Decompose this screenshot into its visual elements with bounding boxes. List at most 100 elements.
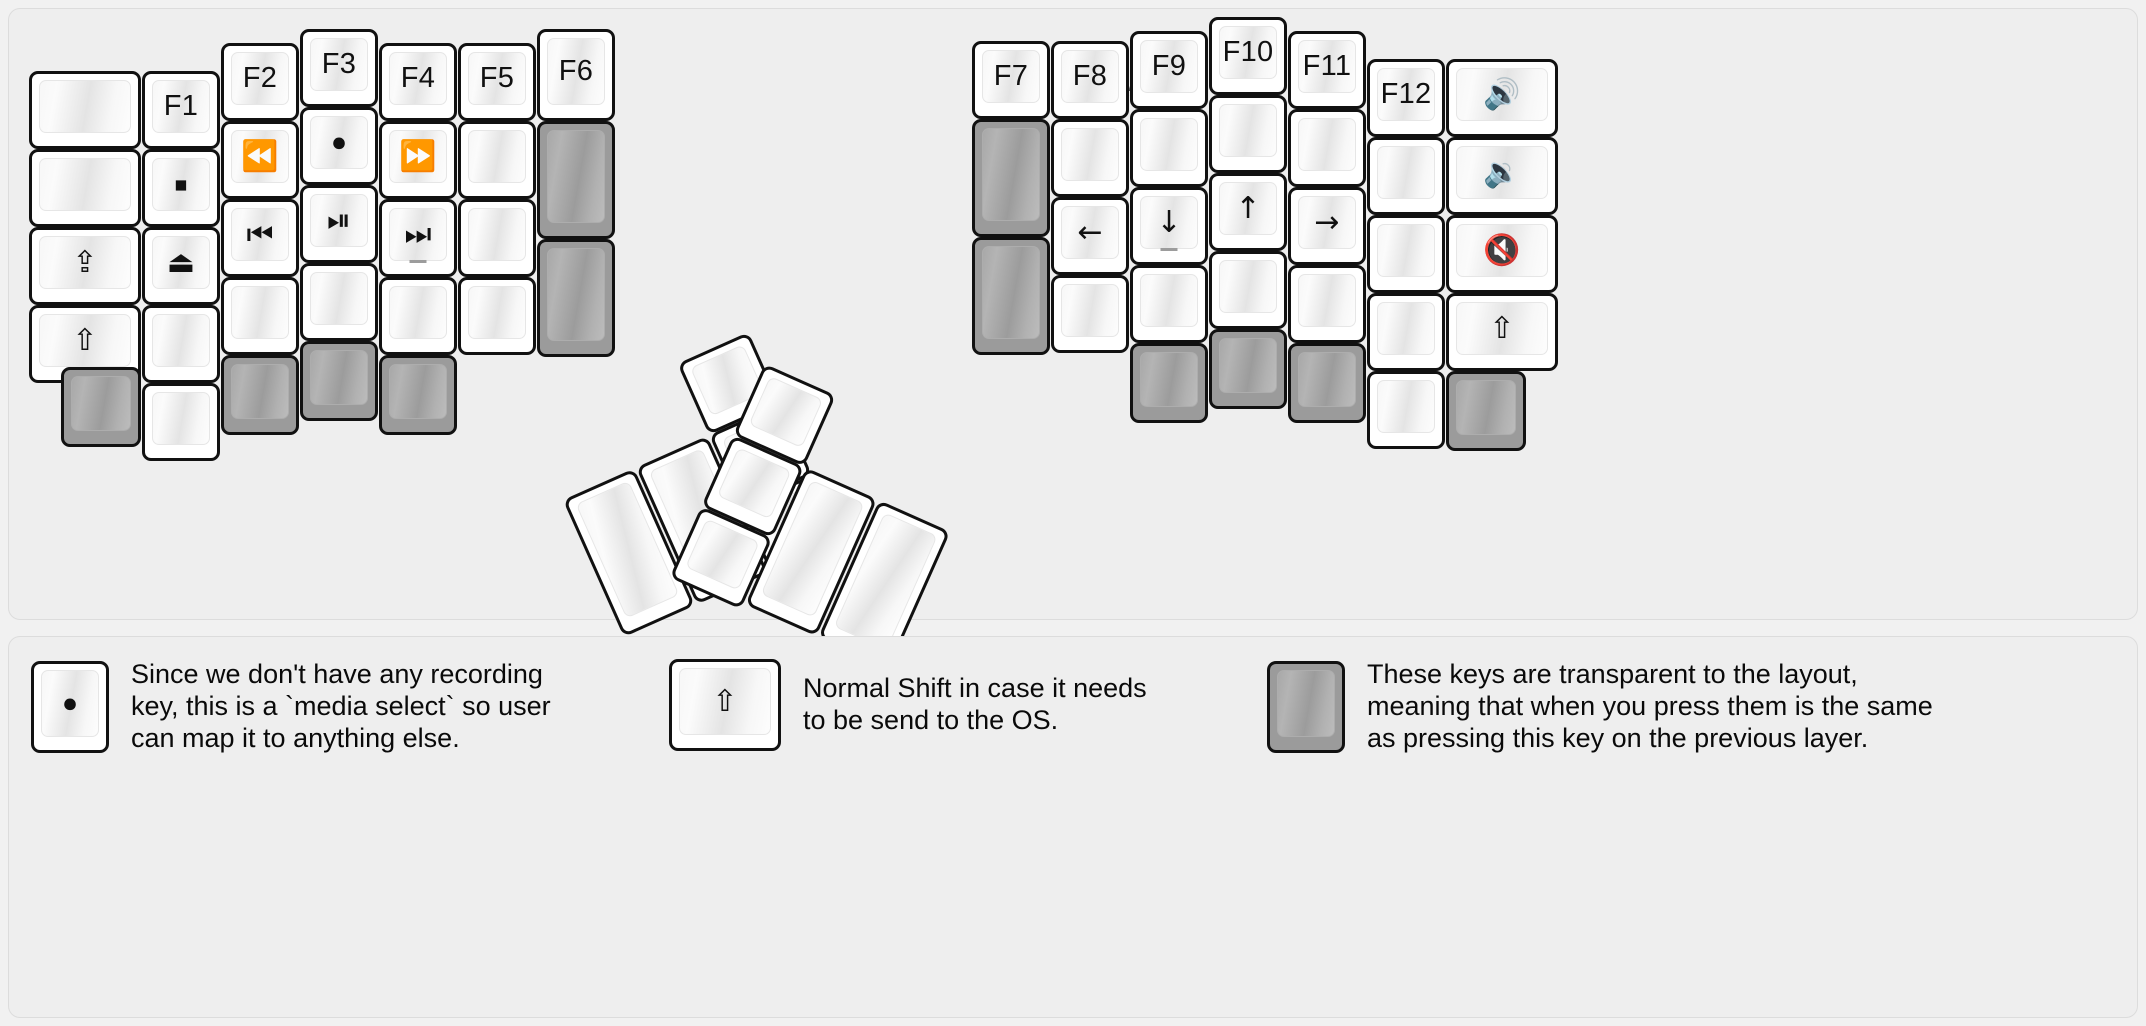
key-transparent-l-r5c1[interactable] — [61, 367, 141, 447]
key-blank-l-r4c6[interactable] — [458, 277, 536, 355]
key-label: F1 — [163, 90, 199, 122]
key-transparent-r-r5c3[interactable] — [1130, 343, 1208, 423]
key-blank-l-r2c6[interactable] — [458, 121, 536, 199]
caps_lock-icon: ⇪ — [72, 244, 98, 280]
keycap-surface: F1 — [152, 80, 210, 133]
keycap-surface: ⇧ — [679, 668, 771, 735]
keycap-surface: 🔉 — [1456, 146, 1548, 199]
key-blank-l-r1c1[interactable] — [29, 71, 141, 149]
key-arrow-right[interactable]: → — [1288, 187, 1366, 265]
key-underbar-marker — [1160, 248, 1178, 251]
key-blank-l-r4c2[interactable] — [142, 305, 220, 383]
key-blank-l-r5c2[interactable] — [142, 383, 220, 461]
key-arrow-down[interactable]: ↓ — [1130, 187, 1208, 265]
key-blank-r-r2c4[interactable] — [1209, 95, 1287, 173]
key-blank-r-r4c5[interactable] — [1288, 265, 1366, 343]
key-blank-r-r2c5[interactable] — [1288, 109, 1366, 187]
key-transparent-r-r2c1[interactable] — [972, 119, 1050, 237]
key-f10[interactable]: F10 — [1209, 17, 1287, 95]
keycap-surface — [1298, 352, 1356, 407]
key-transparent-r-r5c5[interactable] — [1288, 343, 1366, 423]
key-transparent-r-r3c1[interactable] — [972, 237, 1050, 355]
key-fast-forward[interactable]: ⏩ — [379, 121, 457, 199]
legend-normal-shift-key: ⇧ — [669, 659, 781, 751]
key-blank-l-r3c6[interactable] — [458, 199, 536, 277]
key-eject[interactable]: ⏏ — [142, 227, 220, 305]
key-blank-r-r5c6[interactable] — [1367, 371, 1445, 449]
keycap-surface — [748, 376, 824, 449]
keycap-surface: ↑ — [1219, 182, 1277, 235]
key-f6[interactable]: F6 — [537, 29, 615, 121]
key-blank-l-r4c5[interactable] — [379, 277, 457, 355]
key-f4[interactable]: F4 — [379, 43, 457, 121]
key-f7[interactable]: F7 — [972, 41, 1050, 119]
key-label: F4 — [400, 62, 436, 94]
key-prev-track[interactable]: ⏮ — [221, 199, 299, 277]
prev_track-icon: ⏮ — [246, 216, 274, 252]
key-transparent-l-r5c5[interactable] — [379, 355, 457, 435]
keycap-surface: ⏮ — [231, 208, 289, 261]
key-f2[interactable]: F2 — [221, 43, 299, 121]
key-next-track[interactable]: ⏭ — [379, 199, 457, 277]
key-caps-lock-l[interactable]: ⇪ — [29, 227, 141, 305]
keycap-surface — [1219, 260, 1277, 313]
key-transparent-r-r5c4[interactable] — [1209, 329, 1287, 409]
keycap-surface — [39, 80, 131, 133]
legend-transparent-key — [1267, 660, 1345, 753]
key-blank-r-r4c6[interactable] — [1367, 293, 1445, 371]
key-volume-down[interactable]: 🔉 — [1446, 137, 1558, 215]
keycap-surface — [1377, 380, 1435, 433]
key-volume-mute[interactable]: 🔇 — [1446, 215, 1558, 293]
keycap-surface — [1377, 302, 1435, 355]
keycap-surface — [152, 314, 210, 367]
key-f9[interactable]: F9 — [1130, 31, 1208, 109]
key-f11[interactable]: F11 — [1288, 31, 1366, 109]
key-f8[interactable]: F8 — [1051, 41, 1129, 119]
key-volume-up[interactable]: 🔊 — [1446, 59, 1558, 137]
key-blank-l-r4c3[interactable] — [221, 277, 299, 355]
key-transparent-l-r5c4[interactable] — [300, 341, 378, 421]
key-f1[interactable]: F1 — [142, 71, 220, 149]
key-arrow-up[interactable]: ↑ — [1209, 173, 1287, 251]
key-transparent-r-r5c7[interactable] — [1446, 371, 1526, 451]
keycap-surface — [310, 350, 368, 405]
keycap-surface: 🔇 — [1456, 224, 1548, 277]
key-record[interactable]: ⏺ — [300, 107, 378, 185]
keycap-surface: F8 — [1061, 50, 1119, 103]
key-stop[interactable]: ⏹ — [142, 149, 220, 227]
key-play-pause[interactable]: ⏯ — [300, 185, 378, 263]
key-f5[interactable]: F5 — [458, 43, 536, 121]
key-blank-r-r4c2[interactable] — [1051, 275, 1129, 353]
key-blank-r-r4c3[interactable] — [1130, 265, 1208, 343]
key-blank-r-r2c6[interactable] — [1367, 137, 1445, 215]
key-blank-r-r3c6[interactable] — [1367, 215, 1445, 293]
keycap-surface — [1061, 128, 1119, 181]
key-rewind[interactable]: ⏪ — [221, 121, 299, 199]
keycap-surface: ⏏ — [152, 236, 210, 289]
key-transparent-l-r3c7[interactable] — [537, 239, 615, 357]
key-shift-r[interactable]: ⇧ — [1446, 293, 1558, 371]
key-transparent-l-r2c7[interactable] — [537, 121, 615, 239]
keycap-surface — [231, 286, 289, 339]
keycap-surface — [468, 286, 526, 339]
key-f3[interactable]: F3 — [300, 29, 378, 107]
key-blank-r-r4c4[interactable] — [1209, 251, 1287, 329]
keycap-surface: ⏩ — [389, 130, 447, 183]
key-label: F7 — [993, 60, 1029, 92]
keycap-surface — [389, 364, 447, 419]
keycap-surface — [468, 208, 526, 261]
key-f12[interactable]: F12 — [1367, 59, 1445, 137]
key-blank-r-r2c3[interactable] — [1130, 109, 1208, 187]
key-blank-l-r4c4[interactable] — [300, 263, 378, 341]
keycap-surface: F5 — [468, 52, 526, 105]
record-icon: ⏺ — [332, 128, 346, 157]
key-blank-r-r2c2[interactable] — [1051, 119, 1129, 197]
key-transparent-l-r5c3[interactable] — [221, 355, 299, 435]
play_pause-icon: ⏯ — [327, 202, 351, 238]
key-arrow-left[interactable]: ← — [1051, 197, 1129, 275]
key-blank-l-r2c1[interactable] — [29, 149, 141, 227]
key-label: F9 — [1151, 50, 1187, 82]
legend-media-select-key: ⏺ — [31, 660, 109, 753]
keycap-surface: F9 — [1140, 40, 1198, 93]
keycap-surface — [1456, 380, 1516, 435]
